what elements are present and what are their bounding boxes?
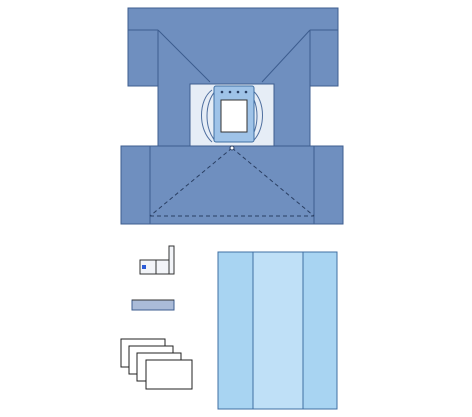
frame-marker-2 [228, 90, 232, 94]
pouch-label-marker [142, 265, 146, 269]
sheet-center-panel [252, 251, 304, 410]
tape-body [131, 299, 175, 311]
stacked-towels [120, 338, 193, 390]
sheet-right-panel [302, 251, 338, 410]
sheet-outline [217, 251, 338, 410]
pouch-tab [168, 245, 175, 275]
frame-marker-1 [220, 90, 224, 94]
fenestration-curve-left [201, 89, 213, 143]
drape-dashed-fold-guides [149, 147, 315, 217]
adhesive-pouch [139, 245, 175, 275]
fenestrated-drape [120, 7, 344, 225]
frame-marker-4 [244, 90, 248, 94]
frame-marker-3 [236, 90, 240, 94]
drape-fold-lines-lower [149, 146, 315, 224]
fenestration-opening [220, 99, 248, 133]
fenestration-curve-left-inner [206, 89, 217, 143]
towel-4 [145, 359, 193, 390]
fenestration-panel [189, 83, 275, 151]
sheet-left-panel [217, 251, 254, 410]
folded-sheet [217, 251, 338, 410]
fenestration-curve-right [251, 89, 263, 143]
adhesive-tape-strip [131, 299, 175, 311]
drape-center-marker [229, 145, 235, 151]
drape-fold-lines-upper [128, 29, 338, 86]
